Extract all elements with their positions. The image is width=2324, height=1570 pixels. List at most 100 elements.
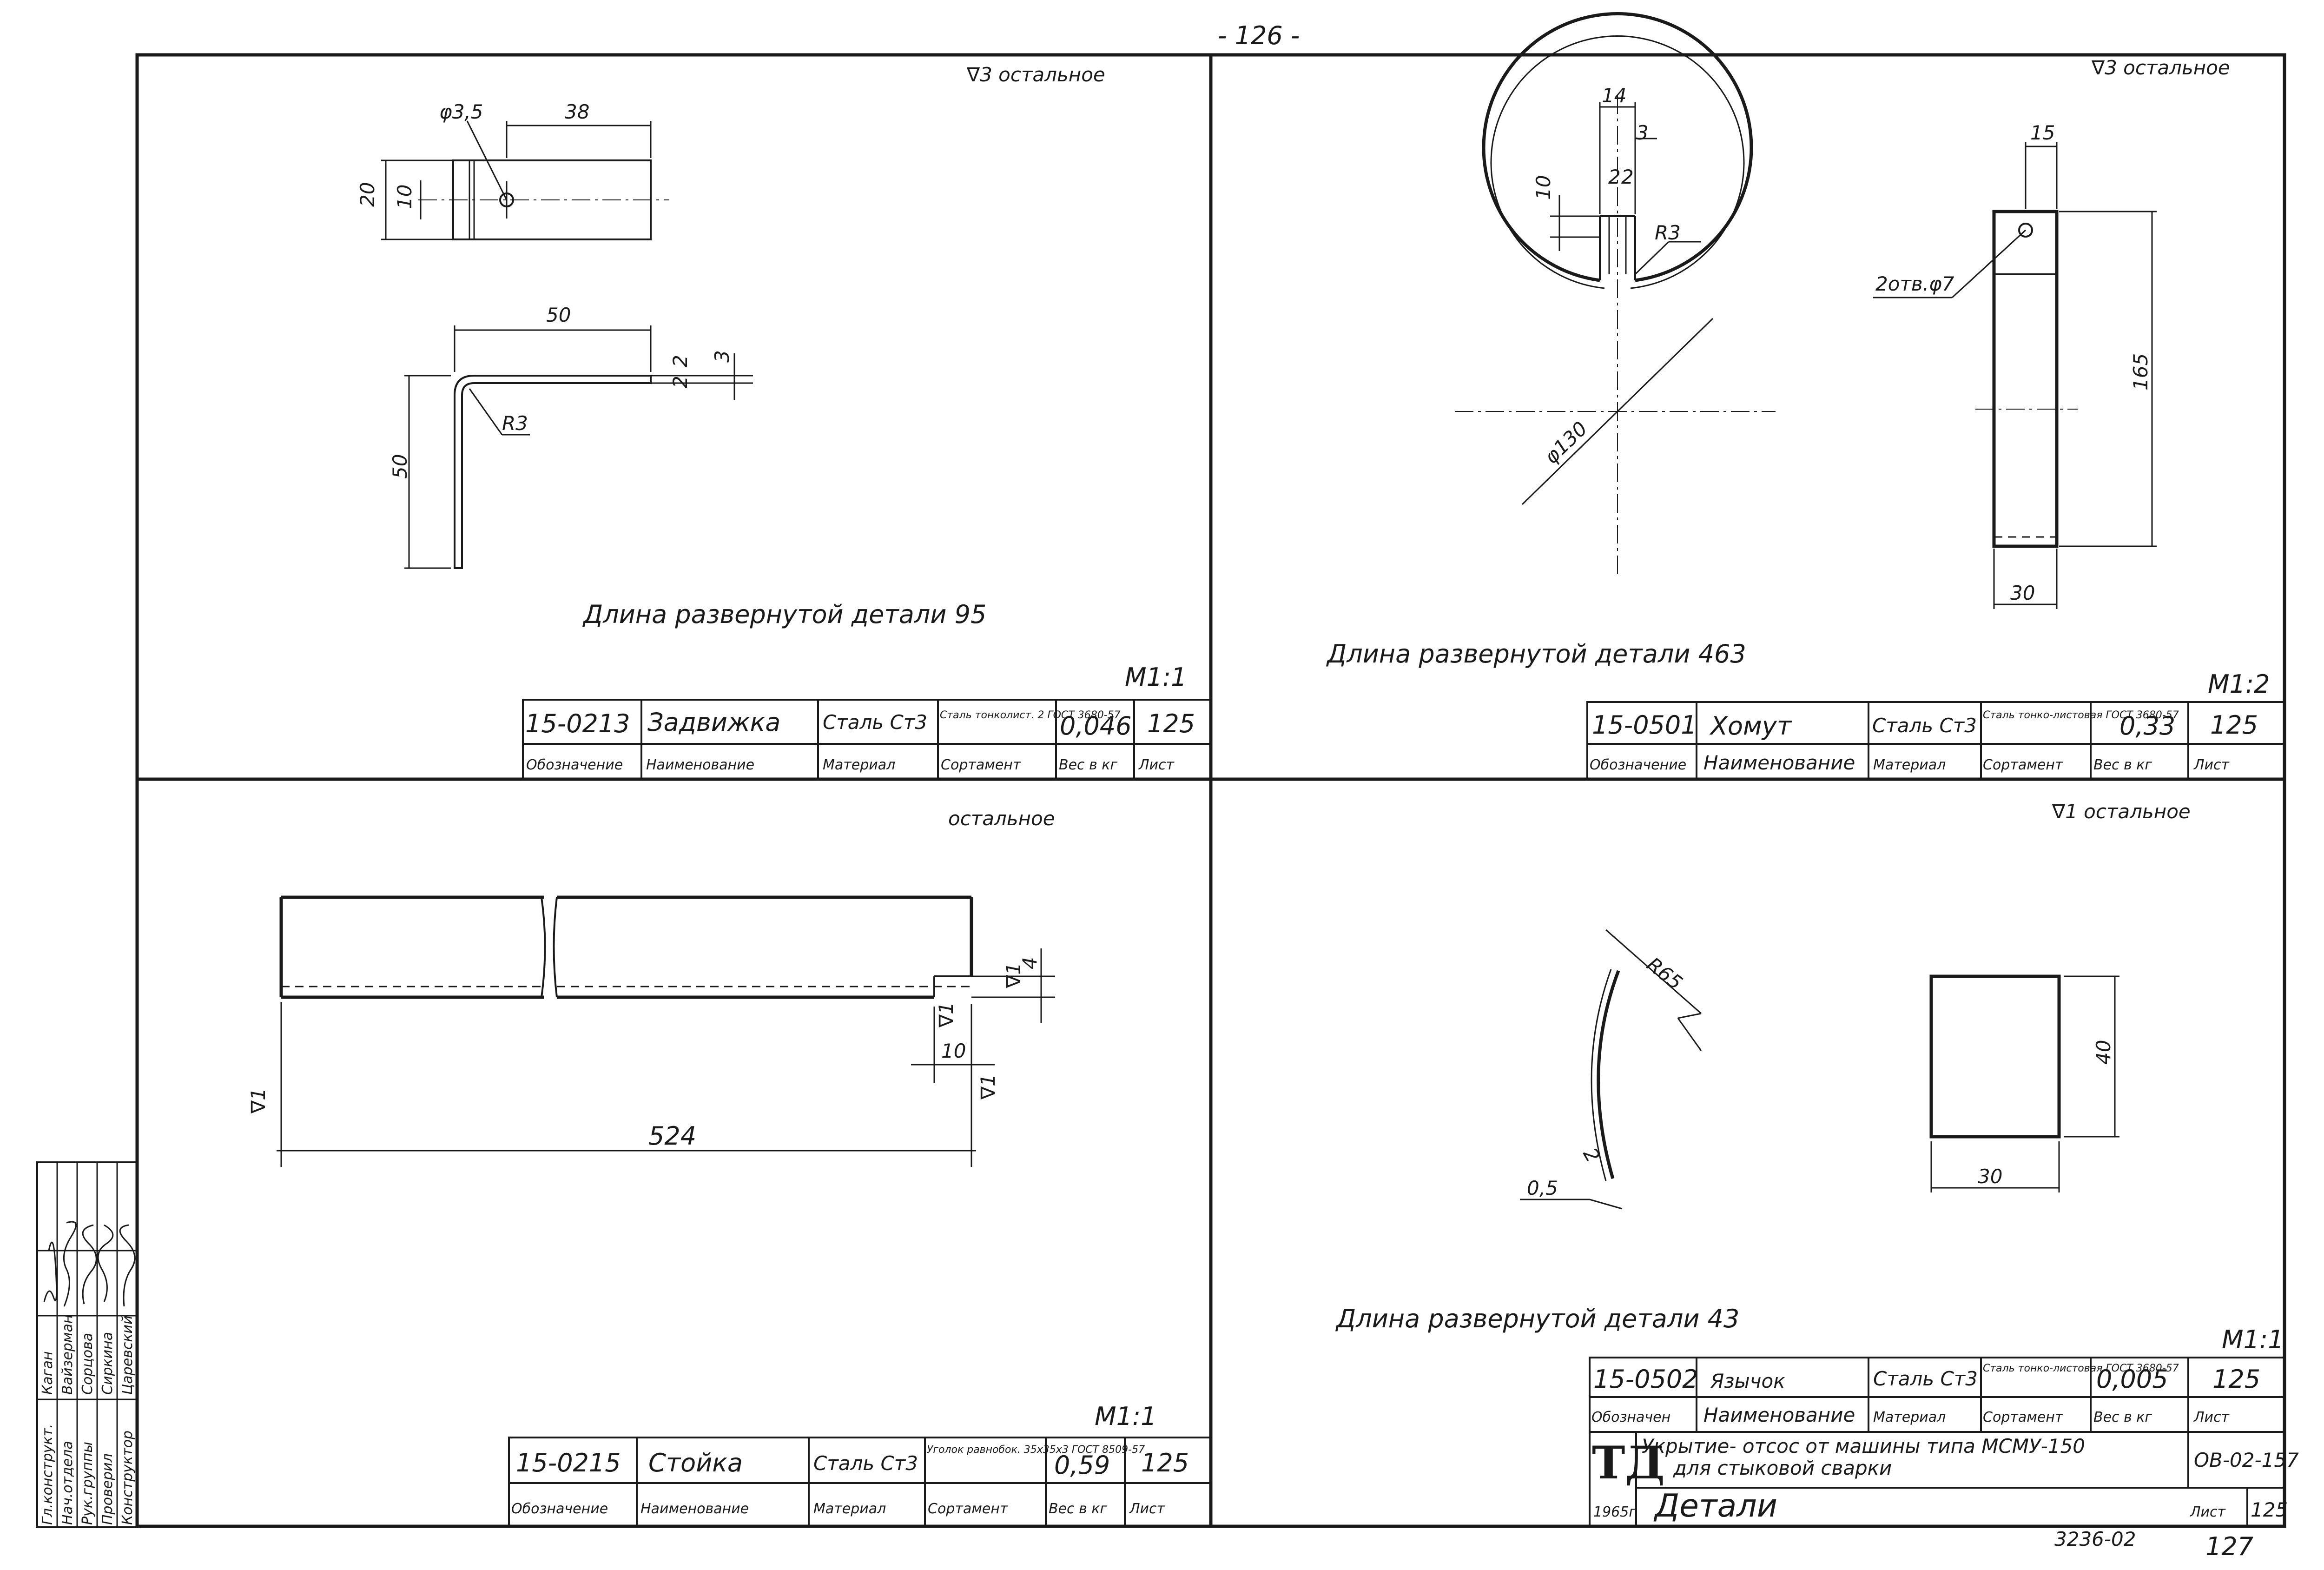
sheet-frame [135,53,2286,1528]
archive-code: 3236-02 [2054,1528,2136,1550]
stamp-assortment: Сталь тонколист. 2 ГОСТ 3680-57 [940,709,1121,721]
page-number-top: - 126 - [1218,21,1300,50]
plan-view: 38 φ3,5 20 10 [356,100,669,240]
surface-note: ∇3 остальное [966,63,1105,86]
panel-yazychok: ∇1 остальное R65 2 0,5 40 [1335,800,2299,1527]
title-subtitle: Детали [1653,1488,1777,1524]
stamp-sheet: 125 [1147,709,1195,738]
stamp-weight: 0,59 [1054,1451,1110,1480]
signature-name-3: Сорцова [79,1333,96,1395]
scale-label: М1:1 [1095,1402,1157,1431]
stamp-assortment: Уголок равнобок. 35х35х3 ГОСТ 8509-57 [927,1444,1145,1456]
panel-stoika: остальное 4 ∇1 ∇1 10 ∇1 [247,807,1212,1527]
header-name: Наименование [1703,1404,1855,1426]
dim-tab: 3 [1636,121,1649,144]
header-weight: Вес в кг [1059,757,1117,773]
dim-height: 40 [2092,1040,2115,1065]
dim-end: 10 [941,1040,966,1062]
part-stamp: 15-0213 Задвижка Сталь Ст3 Сталь тонколи… [522,699,1212,780]
stamp-weight: 0,005 [2096,1365,2168,1394]
header-weight: Вес в кг [2093,1409,2152,1425]
stamp-assortment: Сталь тонко-листовая ГОСТ 3680-57 [1983,1363,2179,1374]
signature-name-2: Вайзерман [59,1314,76,1395]
title-block: 15-0502 Язычок Сталь Ст3 Сталь тонко-лис… [1589,1357,2299,1527]
stamp-designation: 15-0213 [525,709,630,738]
side-view: 50 50 R3 2 2 3 [389,304,753,569]
stamp-name: Хомут [1709,711,1792,741]
stamp-sheet: 125 [2210,710,2258,740]
header-sheet: Лист [1129,1501,1166,1517]
document-code: ОВ-02-157 [2194,1449,2299,1471]
header-sheet: Лист [2193,1409,2230,1425]
tongue-view: R65 2 0,5 [1520,929,1702,1210]
header-assortment: Сортамент [941,757,1022,773]
dim-slot-height: 10 [1532,175,1555,200]
roughness-b: ∇1 [935,1002,957,1028]
dim-small: 0,5 [1527,1177,1558,1199]
surface-note: остальное [948,807,1055,830]
stamp-material: Сталь Ст3 [1873,1367,1978,1390]
strip-view: 2отв.φ7 15 165 30 [1873,121,2157,609]
header-weight: Вес в кг [2093,757,2152,773]
part-stamp: 15-0501 Хомут Сталь Ст3 Сталь тонко-лист… [1586,701,2285,780]
stamp-assortment: Сталь тонко-листовая ГОСТ 3680-57 [1983,709,2179,721]
stamp-material: Сталь Ст3 [823,711,927,734]
header-assortment: Сортамент [928,1501,1009,1517]
dim-hole-offset: 15 [2030,121,2055,144]
title-line-1: Укрытие- отсос от машины типа МСМУ-150 [1642,1435,2085,1457]
stamp-name: Стойка [648,1448,743,1477]
stamp-name: Задвижка [647,708,780,737]
surface-note: ∇1 остальное [2052,800,2191,823]
stamp-name: Язычок [1710,1370,1785,1392]
roughness-c: ∇1 [977,1074,999,1100]
scale-label: М1:1 [2222,1325,2284,1354]
header-designation: Обозначение [511,1501,608,1517]
header-name: Наименование [640,1501,749,1517]
dim-thickness-a: 2 [669,355,692,367]
dim-thickness-b: 2 [669,376,692,388]
dim-width: 30 [2010,582,2035,604]
signature-role-2: Нач.отдела [59,1441,76,1525]
stamp-material: Сталь Ст3 [813,1452,918,1475]
unfolded-length: Длина развернутой детали 463 [1326,639,1746,669]
dim-height: 165 [2129,353,2152,391]
signature-role-5: Конструктор [119,1431,136,1525]
stamp-sheet: 125 [1141,1448,1189,1477]
title-sheet-label: Лист [2190,1504,2226,1520]
stamp-material: Сталь Ст3 [1872,714,1977,737]
dim-radius: R3 [1655,221,1681,244]
header-designation: Обозначен [1591,1409,1670,1425]
signature-name-1: Каган [40,1351,56,1395]
header-material: Материал [823,757,895,773]
panel-zadvizhka: ∇3 остальное 38 φ3,5 20 10 [356,63,1212,780]
header-material: Материал [813,1501,886,1517]
title-sheet-number: 125 [2251,1498,2288,1521]
stamp-weight: 0,046 [1060,711,1132,741]
header-assortment: Сортамент [1983,757,2064,773]
signature-name-5: Царевский [119,1316,136,1395]
header-designation: Обозначение [1590,757,1686,773]
header-sheet: Лист [2193,757,2230,773]
stamp-designation: 15-0501 [1592,710,1697,740]
scale-label: М1:1 [1125,662,1187,692]
header-material: Материал [1873,1409,1946,1425]
dim-leg-horizontal: 50 [546,304,571,326]
signature-role-3: Рук.группы [79,1442,96,1525]
panel-khomut: ∇3 остальное φ130 14 3 [1326,12,2285,780]
signature-strip: Гл.конструкт. Нач.отдела Рук.группы Пров… [36,1161,138,1528]
dim-radius: R3 [502,412,528,435]
title-year: 1965г [1593,1504,1636,1520]
dim-thickness-c: 3 [711,350,733,363]
dim-thickness-b: 2 [1621,166,1634,188]
signature-role-1: Гл.конструкт. [40,1424,56,1525]
signature-role-4: Проверил [99,1453,116,1525]
dim-thickness-a: 2 [1608,166,1621,188]
dim-length: 38 [565,100,589,123]
header-designation: Обозначение [526,757,623,773]
header-assortment: Сортамент [1983,1409,2064,1425]
unfolded-length: Длина развернутой детали 43 [1335,1304,1739,1333]
roughness-a: ∇1 [1002,962,1025,988]
stamp-weight: 0,33 [2119,711,2175,741]
dim-height-inner: 10 [393,185,416,209]
